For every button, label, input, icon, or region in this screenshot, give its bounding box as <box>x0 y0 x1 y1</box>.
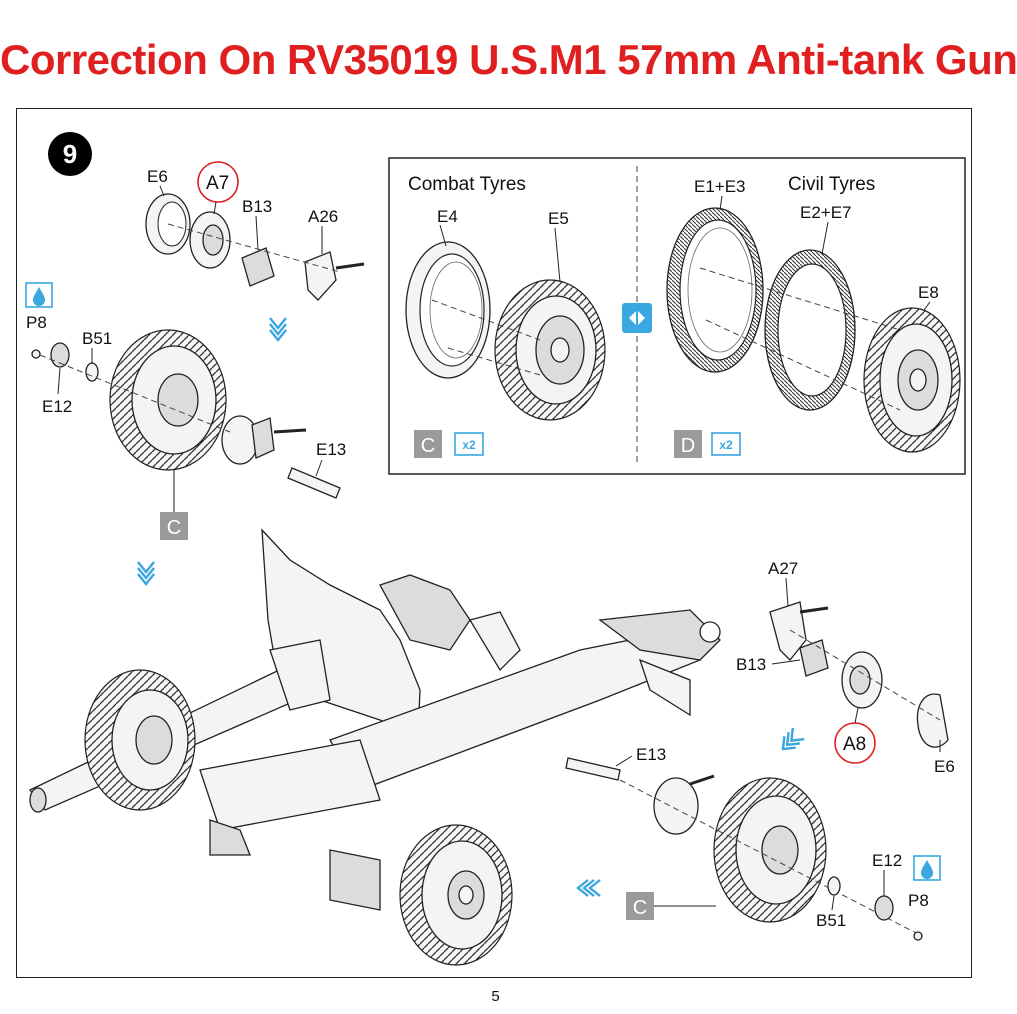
left-hub-assembly: E6 A7 B13 A26 P8 B51 <box>25 161 365 586</box>
civil-part-E8: E8 <box>918 283 939 302</box>
right-part-B13: B13 <box>736 655 766 674</box>
svg-text:C: C <box>633 897 647 919</box>
tyre-options-inset: Combat Tyres Civil Tyres E4 E5 C x2 <box>388 157 966 475</box>
glue-icon <box>25 282 53 308</box>
combat-part-E5: E5 <box>548 209 569 228</box>
right-part-B51: B51 <box>816 911 846 930</box>
right-part-A8: A8 <box>843 734 866 755</box>
svg-text:C: C <box>421 435 435 457</box>
right-sprue-badge <box>626 892 654 920</box>
svg-text:C: C <box>167 517 181 539</box>
right-part-E13: E13 <box>636 745 666 764</box>
left-part-A7: A7 <box>206 173 229 194</box>
left-part-E6: E6 <box>147 167 168 186</box>
right-part-E6: E6 <box>934 757 955 776</box>
combat-qty-badge <box>454 432 484 456</box>
civil-tyres-label: Civil Tyres <box>788 174 875 195</box>
svg-text:D: D <box>681 435 695 457</box>
left-part-B13: B13 <box>242 197 272 216</box>
left-part-B51: B51 <box>82 329 112 348</box>
left-sprue-badge <box>160 512 188 540</box>
assembly-arrow-icon <box>269 317 287 342</box>
civil-sprue-badge <box>674 430 702 458</box>
choose-option-icon <box>622 303 652 333</box>
glue-icon <box>913 855 941 881</box>
right-part-A27: A27 <box>768 559 798 578</box>
combat-wheel-E5 <box>494 279 606 421</box>
step-number: 9 <box>63 139 77 169</box>
left-part-E13: E13 <box>316 440 346 459</box>
page-title: Correction On RV35019 U.S.M1 57mm Anti-t… <box>0 36 1017 83</box>
gun-carriage-main <box>29 528 721 966</box>
left-part-A26: A26 <box>308 207 338 226</box>
combat-tyres-label: Combat Tyres <box>408 174 526 195</box>
left-part-P8: P8 <box>26 313 47 332</box>
svg-text:x2: x2 <box>719 438 733 452</box>
combat-tyre-E4 <box>405 241 491 379</box>
assembly-diagram: 9 Combat Tyres Civil Tyres E4 E5 C x2 <box>25 132 966 966</box>
right-part-P8: P8 <box>908 891 929 910</box>
step-number-badge: 9 <box>48 132 92 176</box>
combat-part-E4: E4 <box>437 207 458 226</box>
civil-qty-badge <box>711 432 741 456</box>
svg-text:x2: x2 <box>462 438 476 452</box>
civil-tyre-E1-E3 <box>666 207 764 373</box>
correction-highlight-A7 <box>197 161 239 203</box>
step-frame <box>16 108 972 978</box>
civil-wheel-E8 <box>863 307 961 453</box>
right-part-E12: E12 <box>872 851 902 870</box>
combat-sprue-badge <box>414 430 442 458</box>
right-hub-assembly: A27 B13 A8 E6 E13 <box>565 559 955 941</box>
left-part-E12: E12 <box>42 397 72 416</box>
civil-part-E2E7: E2+E7 <box>800 203 852 222</box>
page-number: 5 <box>491 988 500 1005</box>
civil-part-E1E3: E1+E3 <box>694 177 746 196</box>
civil-tyre-E2-E7 <box>764 249 856 411</box>
